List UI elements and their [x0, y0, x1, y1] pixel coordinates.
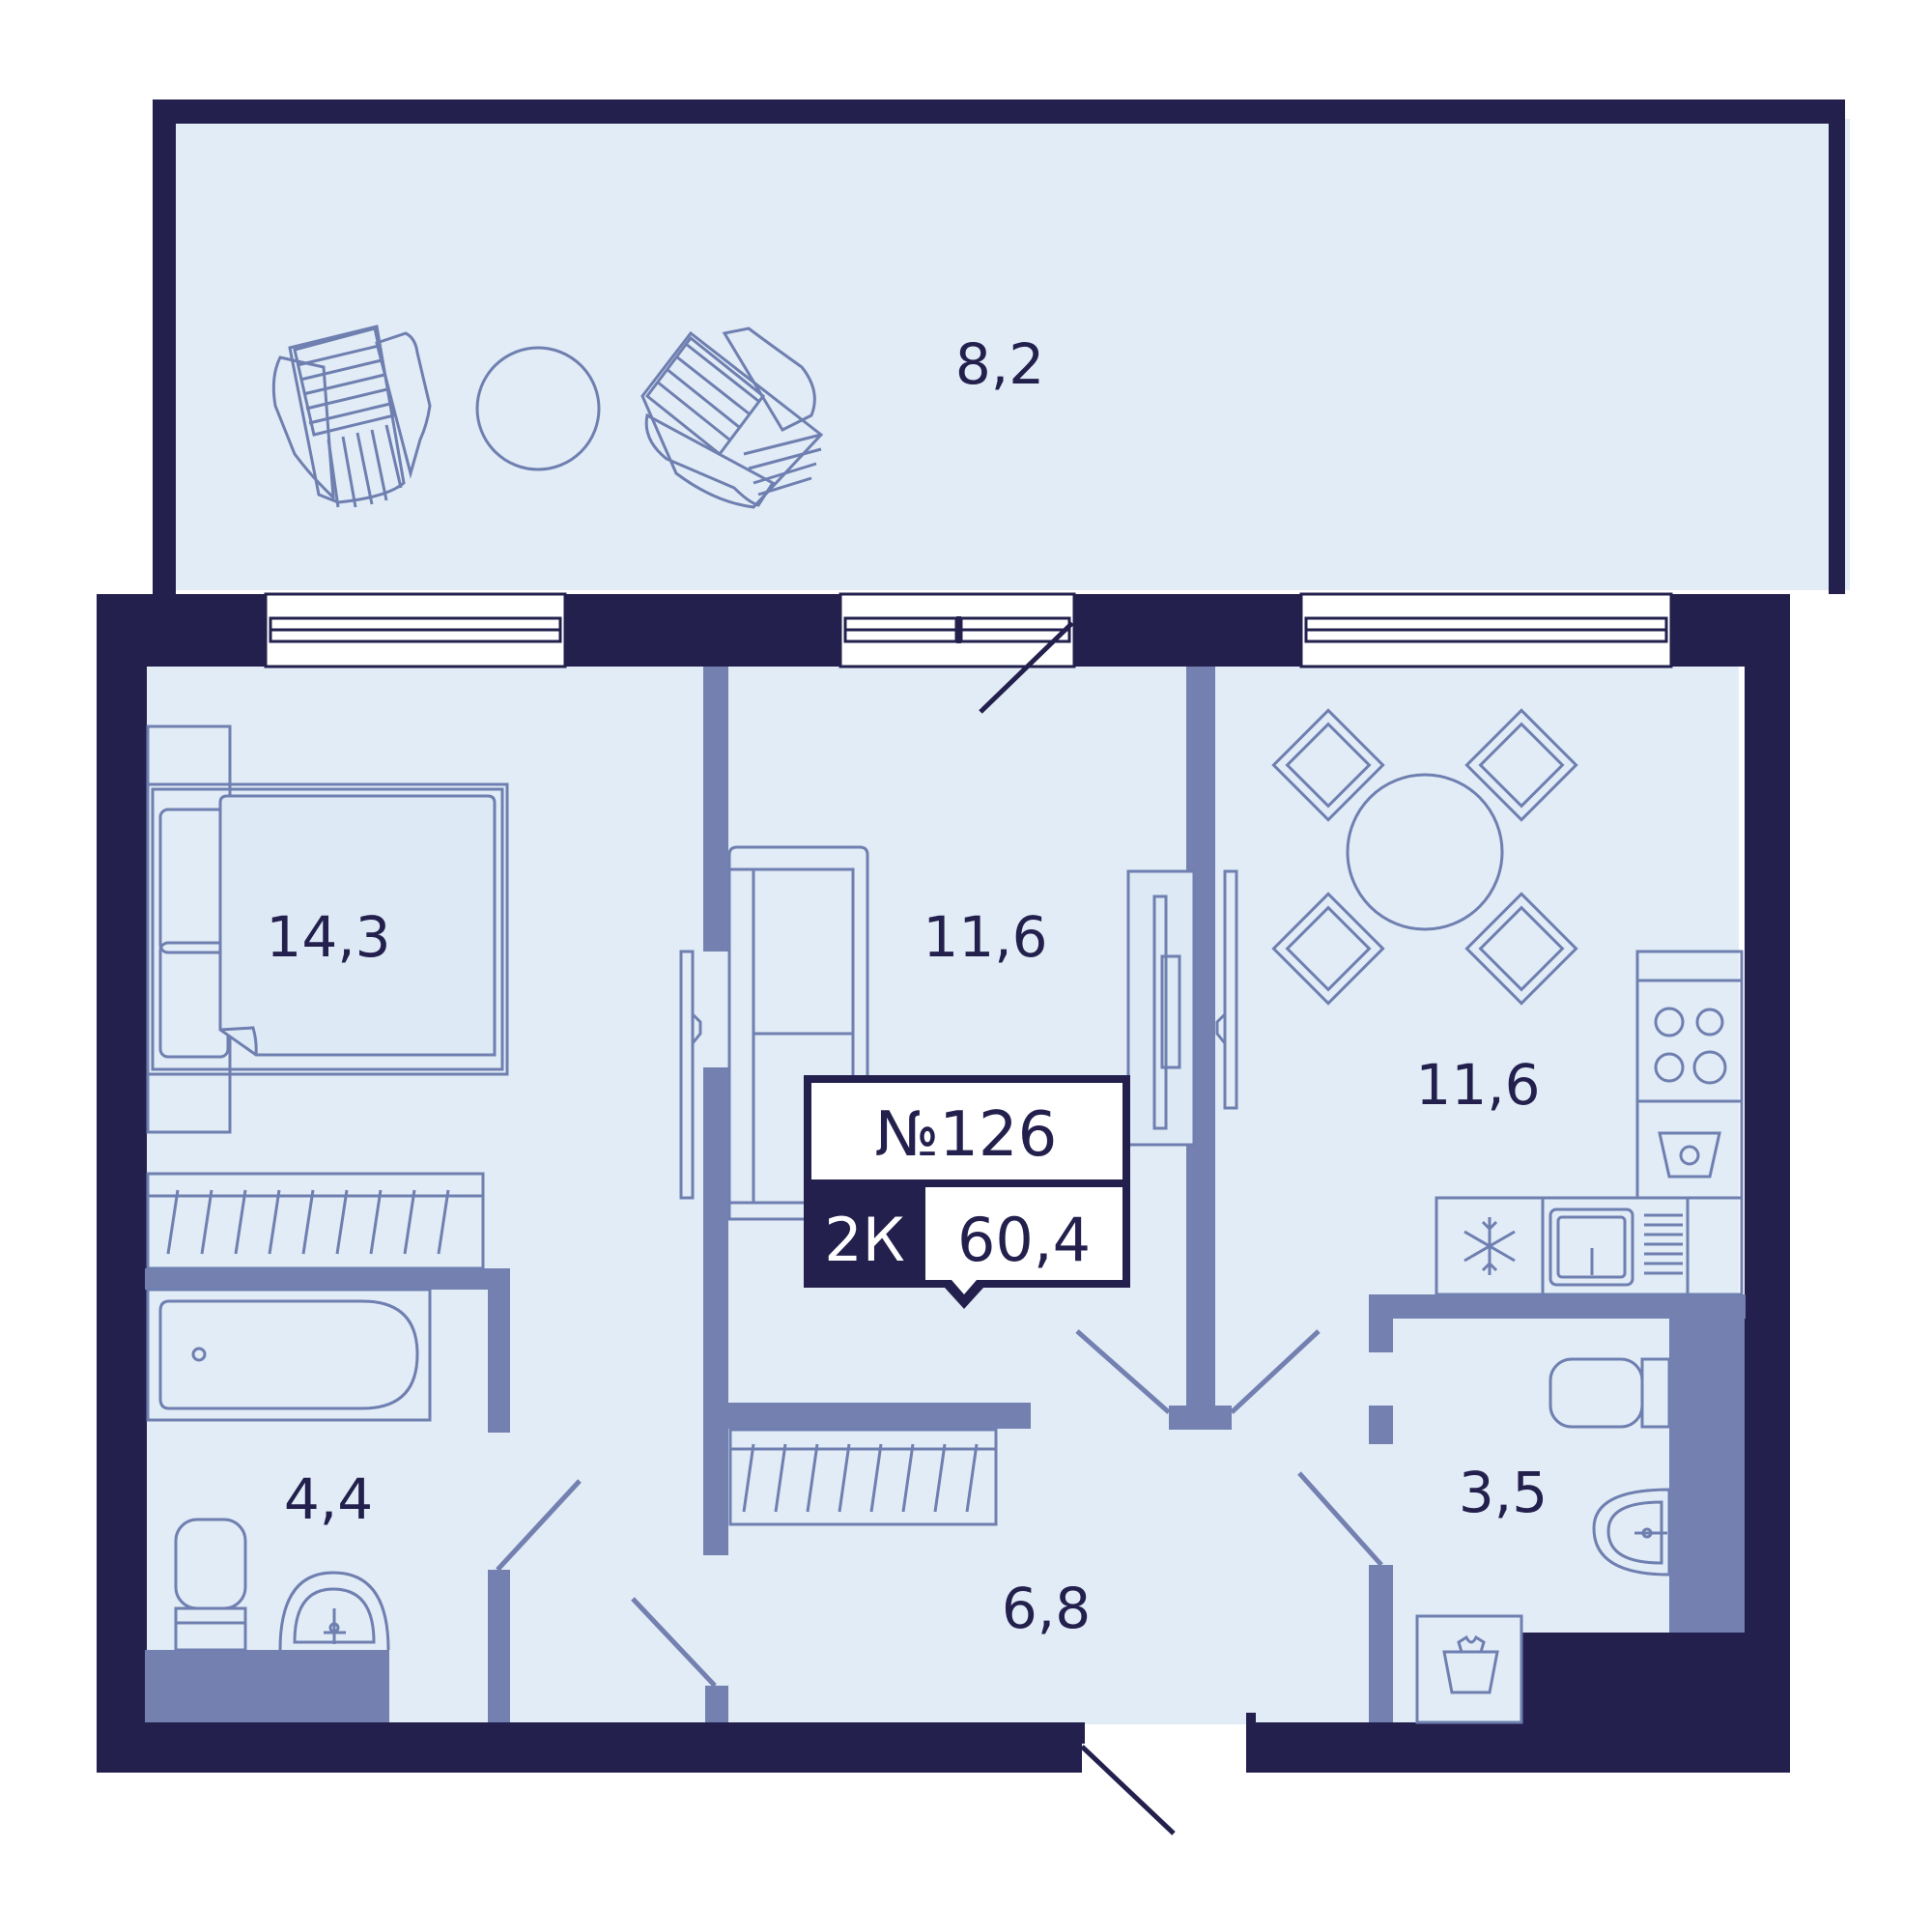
hallway-area-label: 6,8 — [1002, 1576, 1091, 1641]
bedroom-wardrobe-icon — [146, 1172, 485, 1270]
tv-cabinet-icon — [1126, 869, 1238, 1147]
entrance-door-jamb — [1079, 1722, 1085, 1744]
washing-machine-icon — [1415, 1614, 1523, 1724]
hallway-wardrobe-icon — [728, 1428, 998, 1526]
dining-table-icon — [1271, 708, 1578, 1006]
interior-walls — [145, 667, 1746, 1722]
toilet-room-sink-icon — [1592, 1488, 1671, 1577]
balcony-door[interactable] — [979, 621, 1074, 714]
bedroom-area-label: 14,3 — [266, 904, 390, 970]
apartment-type: 2К — [824, 1205, 904, 1275]
balcony-lounge-chair-icon-2 — [640, 327, 824, 509]
interior-doors[interactable] — [496, 1329, 1383, 1688]
apartment-badge: №126 2К 60,4 — [804, 1075, 1130, 1309]
sofa-icon — [727, 845, 869, 1221]
apartment-total-area: 60,4 — [957, 1205, 1091, 1275]
windows — [264, 592, 1673, 668]
bathroom-area-label: 4,4 — [284, 1466, 373, 1532]
balcony-area-label: 8,2 — [955, 331, 1044, 397]
bathtub-icon — [146, 1288, 432, 1422]
balcony-table-icon — [475, 346, 601, 471]
bathroom-toilet-icon — [174, 1518, 247, 1652]
kitchen-counter — [1686, 1196, 1744, 1296]
stove-icon — [1635, 950, 1744, 1103]
balcony-floor — [164, 119, 1850, 590]
bathroom-sink-icon — [278, 1571, 390, 1651]
living-room-area-label: 11,6 — [923, 904, 1047, 970]
entrance-door[interactable] — [1080, 1745, 1176, 1835]
outer-walls — [97, 594, 1790, 1773]
toilet-room-toilet-icon — [1548, 1357, 1671, 1429]
toilet-area-label: 3,5 — [1459, 1460, 1548, 1525]
balcony-lounge-chair-icon — [271, 325, 432, 508]
sliding-door-icon — [679, 950, 702, 1200]
apartment-number: №126 — [875, 1099, 1058, 1171]
kitchen-area-label: 11,6 — [1415, 1052, 1540, 1118]
bed-icon — [146, 724, 509, 1134]
